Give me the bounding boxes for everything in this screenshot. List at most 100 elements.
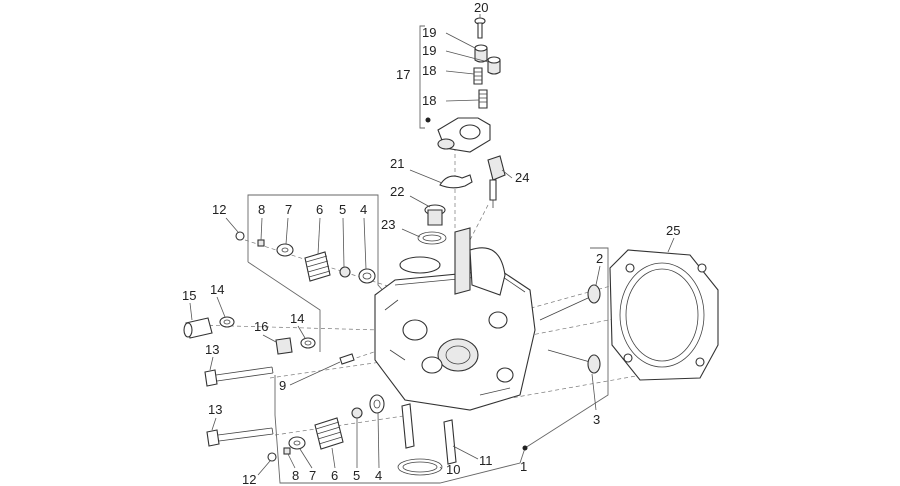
callout-18-upper: 18 [422,63,436,78]
leader-14b [297,325,306,339]
callout-14-upper: 14 [210,282,224,297]
leader-23 [401,228,421,238]
bolt-13-upper [204,366,274,387]
callout-6-upper: 6 [316,202,323,217]
spring-seat-4-upper [358,268,376,284]
screw-20 [474,17,486,39]
callout-11: 11 [479,453,493,468]
leader-25 [667,237,675,253]
spring-seat-4-lower [369,394,385,414]
callout-3: 3 [593,412,600,427]
nut-16 [275,337,293,355]
callout-5-upper: 5 [339,202,346,217]
callout-18-lower: 18 [422,93,436,108]
callout-8-lower: 8 [292,468,299,483]
bleed-screw-18-lower [478,89,488,109]
valve-spring-6-upper [304,251,331,282]
callout-12-lower: 12 [242,472,256,486]
callout-16: 16 [254,319,268,334]
alignment-line-bolt-upper [269,359,396,379]
dowel-pin-11-right [443,419,457,465]
leader-22 [409,195,431,208]
alignment-line-sensor [469,204,489,241]
dowel-12-lower [267,452,277,462]
leader-12b [257,460,271,476]
valve-cotter-8-lower [283,447,291,455]
callout-10: 10 [446,462,460,477]
bleed-screw-18-upper [473,67,483,85]
thermostat-22 [424,204,446,226]
alignment-line-top-valves [244,239,401,291]
callout-13-upper: 13 [205,342,219,357]
alignment-line-bolt-lower [274,414,411,436]
leader-15 [189,302,193,321]
cap-19-lower [487,56,501,75]
leader-18a [445,70,475,75]
callout-7-lower: 7 [309,468,316,483]
leader-8b [287,453,296,469]
washer-14-lower [300,337,316,349]
dowel-12-upper [235,231,245,241]
callout-24: 24 [515,170,529,185]
leader-18b [445,99,480,102]
leader-4b [377,412,380,469]
callout-13-lower: 13 [208,402,222,417]
bracket-group-17 [419,25,425,129]
leader-10 [439,466,443,470]
bracket-dot-1 [522,445,528,451]
dowel-pin-11-left [401,403,415,449]
leader-24 [501,169,513,179]
leader-13a [209,356,214,371]
leader-11 [452,445,479,460]
leader-21 [409,169,443,184]
leader-6a [317,217,321,255]
valve-3 [547,349,601,374]
callout-7-upper: 7 [285,202,292,217]
spring-retainer-7-upper [276,243,294,257]
leader-9 [289,361,341,386]
callout-19-upper: 19 [422,25,436,40]
callout-14-lower: 14 [290,311,304,326]
leader-7a [285,217,289,245]
leader-19a [445,32,476,49]
callout-2: 2 [596,251,603,266]
spring-retainer-7-lower [288,436,306,450]
oil-seal-5-lower [351,407,363,419]
leader-6b [331,447,336,469]
callout-8-upper: 8 [258,202,265,217]
callout-4-lower: 4 [375,468,382,483]
bolt-13-lower [206,427,274,447]
leader-7b [299,448,313,469]
callout-21: 21 [390,156,404,171]
bracket-group-1-bottom [274,375,526,484]
leader-19b [445,50,489,63]
leader-13b [211,417,217,431]
callout-4-upper: 4 [360,202,367,217]
callout-6-lower: 6 [331,468,338,483]
oil-seal-5-upper [339,266,351,278]
alignment-line-dowel [349,349,381,361]
thermostat-cover-17 [437,117,491,153]
callout-9: 9 [279,378,286,393]
leader-8a [260,217,263,241]
callout-22: 22 [390,184,404,199]
leader-5a [342,217,345,268]
callout-20: 20 [474,0,488,15]
bracket-dot-17 [425,117,431,123]
valve-2 [539,284,601,321]
bracket-valve-train-side [247,261,321,352]
leader-12a [225,217,239,233]
o-ring-10 [397,458,443,476]
callout-17: 17 [396,67,410,82]
head-gasket-25 [609,249,719,381]
callout-12-upper: 12 [212,202,226,217]
dowel-9 [339,353,355,365]
cylinder-head-1 [374,227,536,411]
leader-2 [595,265,601,286]
valve-cotter-8-upper [257,239,265,247]
leader-4a [363,217,367,270]
callout-25: 25 [666,223,680,238]
temp-sensor-24 [487,155,506,208]
